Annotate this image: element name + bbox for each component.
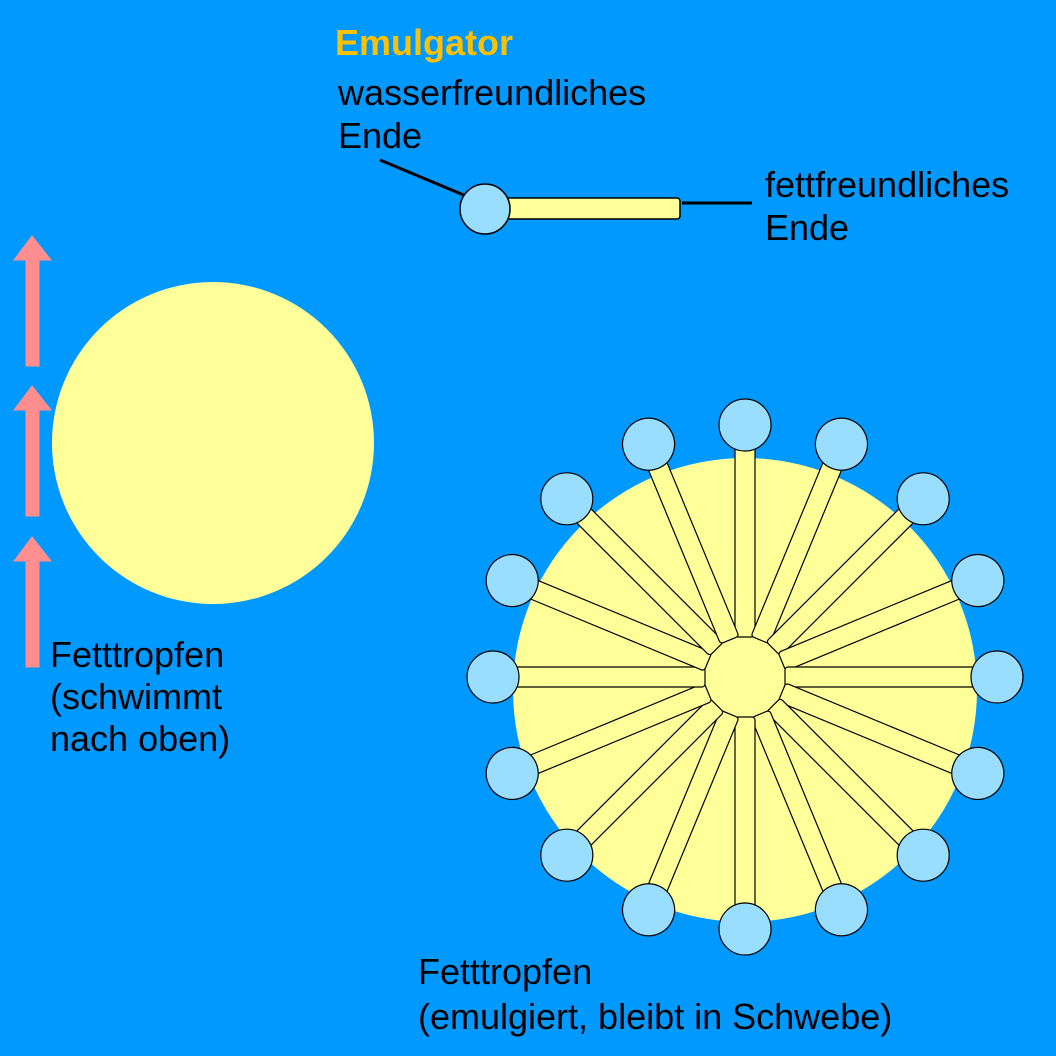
free-droplet-caption-line1: Fetttropfen [50,634,224,675]
molecule-water-head [621,883,676,937]
molecule-water-head [540,828,594,882]
molecule-water-head [814,417,869,471]
emulsifier-legend: Emulgator wasserfreundliches Ende fettfr… [335,22,1009,248]
hydrophilic-label-line2: Ende [338,115,422,156]
emulsifier-molecule [466,650,706,704]
emulsifier-molecule [766,698,950,882]
emulsified-caption-line1: Fetttropfen [418,951,592,992]
rising-arrow [13,235,53,367]
molecule-water-head [951,746,1005,801]
molecule-fat-tail [734,716,756,908]
emulsifier-molecule [718,398,772,638]
free-fat-droplet [52,282,374,604]
legend-fat-tail [499,197,681,220]
emulsifier-molecule [485,683,712,801]
molecule-water-head [970,650,1024,704]
rising-arrows [13,235,53,668]
free-droplet-caption-line3: nach oben) [50,718,230,759]
hydrophilic-pointer-line [379,158,467,198]
emulsifier-molecules [466,398,1024,956]
molecule-fat-tail [734,446,756,638]
molecule-water-head [485,553,539,608]
emulsifier-molecule [778,553,1005,671]
emulsifier-molecule [751,710,869,937]
emulsifier-molecule [718,716,772,956]
emulsifier-molecule [766,472,950,656]
rising-arrow [13,385,53,517]
free-droplet-group: Fetttropfen (schwimmt nach oben) [13,235,374,759]
emulsified-droplet-group: Fetttropfen (emulgiert, bleibt in Schweb… [418,398,1024,1037]
legend-water-head [459,183,511,235]
emulsifier-molecule [778,683,1005,801]
lipophilic-label-line1: fettfreundliches [765,164,1009,205]
emulsifier-molecule [540,698,724,882]
molecule-water-head [718,902,772,956]
molecule-water-head [466,650,520,704]
emulsifier-molecule [621,417,739,644]
molecule-water-head [718,398,772,452]
molecule-water-head [896,472,950,526]
molecule-water-head [814,883,869,937]
molecule-fat-tail [514,666,706,688]
hydrophilic-label-line1: wasserfreundliches [337,72,646,113]
molecule-water-head [621,417,676,471]
emulsifier-molecule [784,650,1024,704]
lipophilic-label-line2: Ende [765,207,849,248]
emulsifier-molecule [621,710,739,937]
molecule-water-head [540,472,594,526]
molecule-fat-tail [784,666,976,688]
emulsifier-molecule [751,417,869,644]
molecule-water-head [896,828,950,882]
molecule-water-head [951,553,1005,608]
molecule-water-head [485,746,539,801]
emulsifier-title: Emulgator [335,22,513,63]
free-droplet-caption-line2: (schwimmt [50,676,222,717]
emulsified-caption-line2: (emulgiert, bleibt in Schwebe) [418,996,892,1037]
emulsifier-molecule [485,553,712,671]
rising-arrow [13,536,53,668]
emulsifier-molecule [540,472,724,656]
